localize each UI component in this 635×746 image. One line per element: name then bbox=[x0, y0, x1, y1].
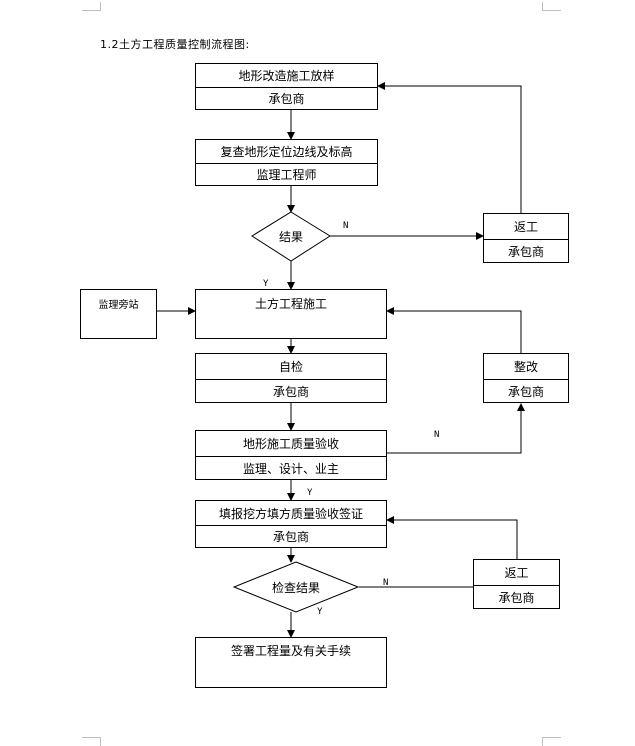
step-label: 自检 bbox=[278, 360, 303, 374]
decision-diamond-d1 bbox=[251, 211, 331, 262]
label-y-b5: Y bbox=[307, 488, 313, 498]
label-y-d1: Y bbox=[263, 279, 269, 289]
arrow-side3-b6 bbox=[386, 516, 518, 559]
step-sign-quantities: 签署工程量及有关手续 bbox=[195, 637, 387, 688]
side-divider bbox=[474, 585, 559, 586]
step-label: 地形施工质量验收 bbox=[242, 437, 339, 451]
step-owner: 承包商 bbox=[268, 92, 305, 106]
side-owner: 承包商 bbox=[507, 244, 544, 259]
corner-mark-top-left bbox=[82, 2, 101, 11]
label-n-d2: N bbox=[383, 578, 389, 588]
step-owner: 承包商 bbox=[272, 384, 309, 399]
corner-mark-bottom-left bbox=[82, 737, 101, 746]
step-divider bbox=[196, 163, 377, 164]
step-divider bbox=[196, 379, 386, 380]
step-label: 填报挖方填方质量验收签证 bbox=[218, 506, 363, 521]
step-label: 复查地形定位边线及标高 bbox=[220, 145, 353, 159]
side-label: 返工 bbox=[513, 220, 538, 234]
rework-box-1: 返工 承包商 bbox=[483, 213, 569, 263]
side-owner: 承包商 bbox=[507, 384, 544, 399]
corner-mark-bottom-right bbox=[542, 737, 561, 746]
decision-diamond-d2 bbox=[232, 561, 360, 613]
decision-label-d2: 检查结果 bbox=[271, 580, 320, 595]
label-y-d2: Y bbox=[317, 607, 323, 617]
step-owner: 监理工程师 bbox=[256, 168, 317, 182]
step-divider bbox=[196, 456, 386, 457]
side-owner: 承包商 bbox=[498, 590, 535, 605]
step-owner: 监理、设计、业主 bbox=[242, 461, 339, 476]
rework-box-2: 返工 承包商 bbox=[473, 559, 560, 609]
step-owner: 承包商 bbox=[272, 530, 309, 544]
rectify-box: 整改 承包商 bbox=[483, 353, 569, 403]
station-label: 监理旁站 bbox=[98, 299, 139, 311]
step-layout-setting-out: 地形改造施工放样 承包商 bbox=[195, 63, 378, 110]
step-label: 土方工程施工 bbox=[254, 296, 327, 311]
step-acceptance-visa: 填报挖方填方质量验收签证 承包商 bbox=[195, 500, 387, 548]
step-earthwork-construction: 土方工程施工 bbox=[195, 289, 387, 339]
step-divider bbox=[196, 525, 386, 526]
flowchart-title: 1.2土方工程质量控制流程图: bbox=[100, 38, 250, 51]
step-divider bbox=[196, 87, 377, 88]
step-quality-acceptance: 地形施工质量验收 监理、设计、业主 bbox=[195, 430, 387, 480]
step-label: 地形改造施工放样 bbox=[238, 69, 335, 83]
decision-label-d1: 结果 bbox=[278, 229, 303, 244]
supervisor-on-site-box: 监理旁站 bbox=[80, 289, 157, 339]
step-self-inspection: 自检 承包商 bbox=[195, 353, 387, 403]
label-n-d1: N bbox=[343, 221, 349, 231]
step-recheck-position: 复查地形定位边线及标高 监理工程师 bbox=[195, 139, 378, 186]
corner-mark-top-right bbox=[542, 2, 561, 11]
side-label: 返工 bbox=[504, 566, 529, 580]
arrow-b5-side2 bbox=[387, 403, 525, 454]
arrow-side1-b1 bbox=[377, 82, 522, 213]
side-divider bbox=[484, 239, 568, 240]
side-divider bbox=[484, 379, 568, 380]
arrow-side2-b3 bbox=[386, 307, 522, 353]
label-n-b5: N bbox=[434, 430, 440, 440]
side-label: 整改 bbox=[513, 360, 538, 374]
step-label: 签署工程量及有关手续 bbox=[230, 644, 351, 658]
